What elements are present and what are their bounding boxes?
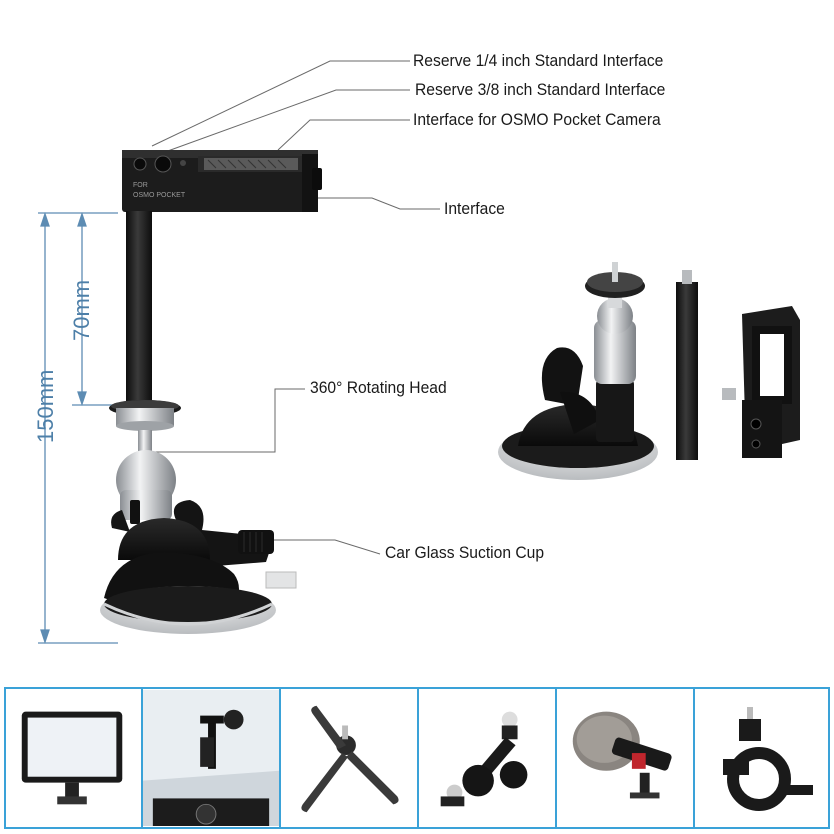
clamp-mount-icon	[723, 707, 813, 811]
thumb-mini-tripod[interactable]	[281, 689, 419, 827]
assembled-mount: FOR OSMO POCKET	[100, 150, 322, 634]
dimension-total-height: 150mm	[33, 369, 58, 443]
thumb-microphone[interactable]	[557, 689, 695, 827]
dimension-rod-height: 70mm	[69, 279, 94, 341]
callout-rotating-head: 360° Rotating Head	[310, 378, 447, 397]
thumb-car-mount[interactable]	[143, 689, 281, 827]
led-panel-light-icon	[21, 711, 123, 805]
accessory-strip	[4, 687, 830, 829]
magic-arm-icon	[440, 711, 528, 807]
thumb-magic-arm[interactable]	[419, 689, 557, 827]
engraving-line-2: OSMO POCKET	[133, 192, 186, 199]
callout-interface: Interface	[444, 199, 505, 218]
mount-illustration: FOR OSMO POCKET	[38, 60, 800, 645]
engraving-line-1: FOR	[133, 182, 148, 189]
callout-quarter-inch: Reserve 1/4 inch Standard Interface	[413, 51, 664, 70]
thumb-led-panel[interactable]	[6, 689, 143, 827]
mini-tripod-icon	[301, 705, 399, 813]
thumb-clamp-mount[interactable]	[695, 689, 828, 827]
dimension-lines	[38, 211, 118, 645]
car-mount-scene-icon	[143, 690, 279, 826]
callout-three-eighths-inch: Reserve 3/8 inch Standard Interface	[415, 80, 666, 99]
callout-suction-cup: Car Glass Suction Cup	[385, 543, 545, 562]
leader-lines	[151, 60, 440, 555]
callout-osmo-interface: Interface for OSMO Pocket Camera	[413, 110, 661, 129]
microphone-icon	[572, 711, 672, 799]
parts-set	[498, 262, 800, 480]
